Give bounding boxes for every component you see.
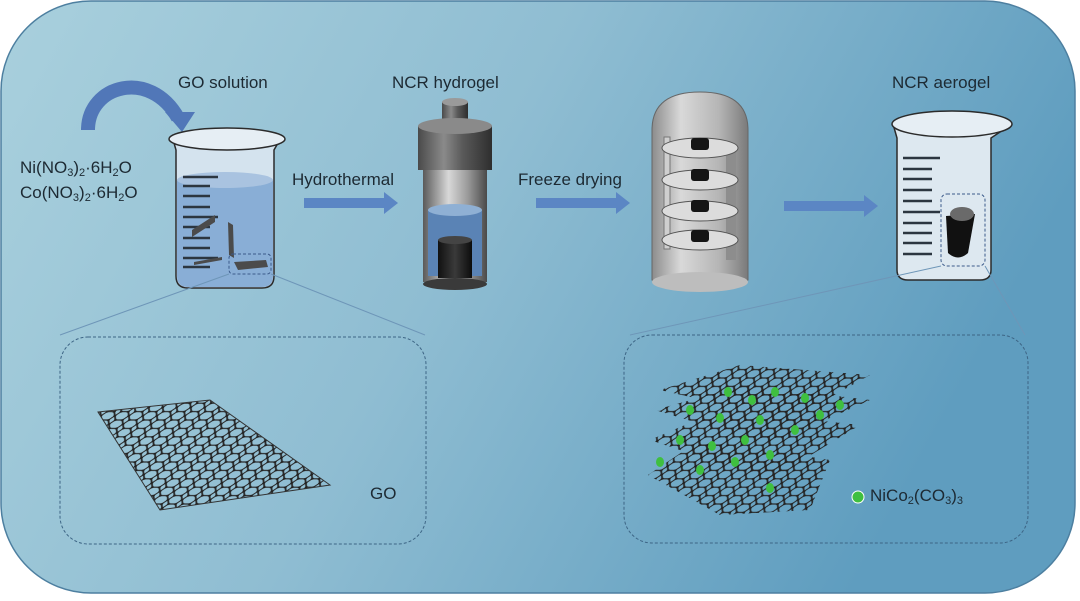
- ncr-inset-box: [623, 334, 1029, 544]
- legend-nico2co33: NiCo2(CO3)3: [870, 486, 964, 507]
- label-freeze-drying: Freeze drying: [518, 170, 622, 189]
- legend-particle-icon: [851, 490, 865, 504]
- autoclave-icon: [418, 98, 492, 290]
- zoom-line: [629, 265, 942, 336]
- zoom-line: [59, 273, 230, 336]
- label-ncr-hydrogel: NCR hydrogel: [392, 73, 499, 92]
- go-solution-beaker-icon: [168, 127, 286, 289]
- curved-arrow-icon: [81, 80, 195, 132]
- zoom-line: [984, 265, 1026, 336]
- label-go-solution: GO solution: [178, 73, 268, 92]
- freeze-dryer-icon: [651, 91, 749, 292]
- arrow-freeze-drying-icon: [536, 192, 630, 214]
- ncr-composite-icon: [648, 365, 870, 515]
- arrow-to-aerogel-icon: [784, 195, 878, 217]
- reagent-co-nitrate: Co(NO3)2·6H2O: [20, 183, 138, 204]
- reagent-ni-nitrate: Ni(NO3)2·6H2O: [20, 158, 132, 179]
- arrow-hydrothermal-icon: [304, 192, 398, 214]
- label-ncr-aerogel: NCR aerogel: [892, 73, 991, 92]
- label-go: GO: [370, 484, 397, 503]
- zoom-line: [270, 273, 426, 336]
- nicoco3-particles: [656, 387, 844, 493]
- graphene-oxide-sheet-icon: [97, 399, 332, 511]
- label-hydrothermal: Hydrothermal: [292, 170, 395, 189]
- go-inset-box: [59, 336, 427, 545]
- aerogel-beaker-icon: [891, 110, 1013, 281]
